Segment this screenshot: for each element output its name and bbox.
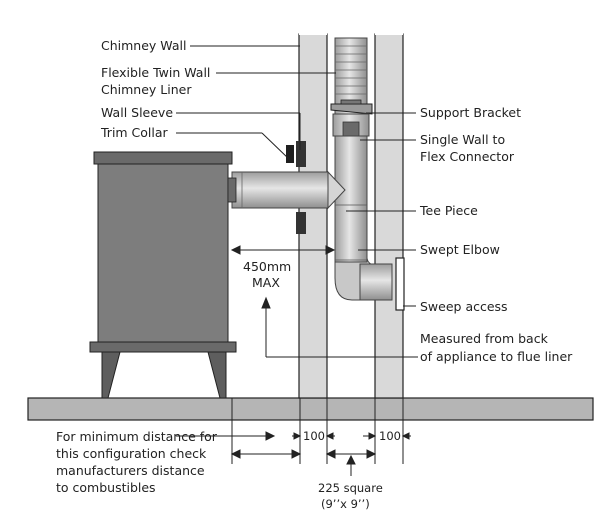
label-swept-elbow: Swept Elbow [420, 242, 500, 257]
swept-elbow [334, 257, 393, 301]
label-support-bracket: Support Bracket [420, 105, 521, 120]
chimney-wall-right [374, 33, 404, 399]
note-min-4: to combustibles [56, 480, 156, 495]
support-bracket [330, 99, 373, 115]
tee-piece [334, 135, 368, 267]
note-min-3: manufacturers distance [56, 463, 205, 478]
horizontal-flue-pipe [231, 170, 346, 210]
wall-sleeve [296, 141, 306, 234]
flex-connector [332, 113, 370, 137]
dim-100-right: 100 [379, 429, 401, 443]
label-dist-value: 450mm [243, 259, 291, 274]
dimension-450 [230, 245, 336, 255]
note-min-1: For minimum distance for [56, 429, 218, 444]
note-min-2: this configuration check [56, 446, 207, 461]
label-dist-max: MAX [252, 275, 280, 290]
label-flexible-liner-2: Chimney Liner [101, 82, 192, 97]
label-wall-sleeve: Wall Sleeve [101, 105, 173, 120]
stove [89, 151, 237, 399]
leader-lines-right [346, 112, 416, 307]
floor [27, 397, 594, 421]
label-square-2: (9’’x 9’’) [321, 497, 370, 511]
label-measured-1: Measured from back [420, 331, 549, 346]
label-flexible-liner-1: Flexible Twin Wall [101, 65, 210, 80]
trim-collar [286, 145, 294, 163]
label-chimney-wall: Chimney Wall [101, 38, 186, 53]
label-single-wall-2: Flex Connector [420, 149, 515, 164]
dim-100-left: 100 [303, 429, 325, 443]
measured-arrow [261, 296, 418, 358]
sweep-access [395, 257, 405, 311]
label-trim-collar: Trim Collar [100, 125, 169, 140]
label-square-1: 225 square [318, 481, 383, 495]
label-tee-piece: Tee Piece [419, 203, 478, 218]
leader-lines-left [176, 45, 336, 161]
label-sweep-access: Sweep access [420, 299, 508, 314]
bottom-dimensions [176, 398, 411, 476]
label-single-wall-1: Single Wall to [420, 132, 505, 147]
label-measured-2: of appliance to flue liner [420, 349, 573, 364]
